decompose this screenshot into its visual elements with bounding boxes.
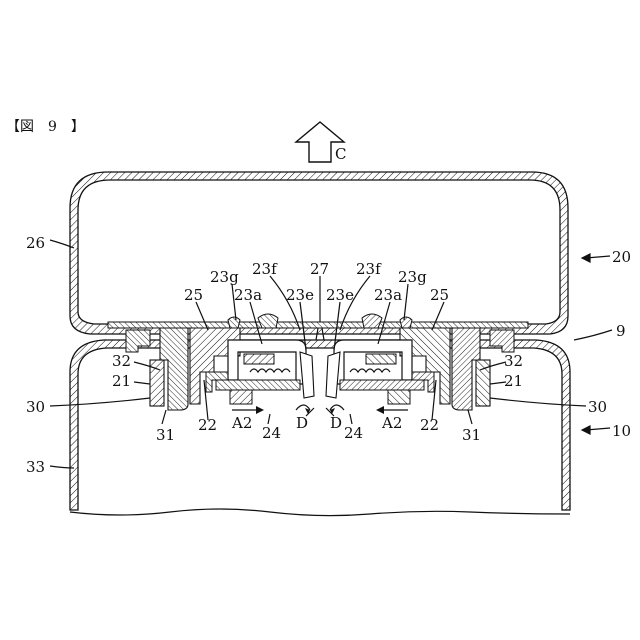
label-c: C <box>335 145 346 163</box>
label-10: 10 <box>612 422 631 440</box>
label-23e-left: 23e <box>286 286 314 304</box>
label-24-left: 24 <box>262 424 281 442</box>
label-d-right: D <box>330 414 342 432</box>
label-9: 9 <box>616 322 626 340</box>
label-26: 26 <box>26 234 45 252</box>
label-30-left: 30 <box>26 398 45 416</box>
label-21-right: 21 <box>504 372 523 390</box>
label-24-right: 24 <box>344 424 363 442</box>
label-22-right: 22 <box>420 416 439 434</box>
label-25-right: 25 <box>430 286 449 304</box>
label-20: 20 <box>612 248 631 266</box>
label-23g-right: 23g <box>398 268 427 286</box>
label-32-left: 32 <box>112 352 131 370</box>
label-23f-left: 23f <box>252 260 278 278</box>
label-23g-left: 23g <box>210 268 239 286</box>
label-32-right: 32 <box>504 352 523 370</box>
label-33: 33 <box>26 458 45 476</box>
arrow-c: C <box>296 122 346 163</box>
label-a2-left: A2 <box>231 414 252 432</box>
label-25-left: 25 <box>184 286 203 304</box>
upper-housing <box>70 172 568 334</box>
arrows-a2 <box>232 406 408 414</box>
label-31-left: 31 <box>156 426 175 444</box>
label-30-right: 30 <box>588 398 607 416</box>
label-23f-right: 23f <box>356 260 382 278</box>
lower-housing <box>70 340 570 516</box>
label-23e-right: 23e <box>326 286 354 304</box>
plate-9 <box>108 322 528 328</box>
label-23a-left: 23a <box>234 286 262 304</box>
label-31-right: 31 <box>462 426 481 444</box>
label-23a-right: 23a <box>374 286 402 304</box>
label-d-left: D <box>296 414 308 432</box>
label-a2-right: A2 <box>381 414 402 432</box>
label-21-left: 21 <box>112 372 131 390</box>
label-22-left: 22 <box>198 416 217 434</box>
label-27: 27 <box>310 260 329 278</box>
